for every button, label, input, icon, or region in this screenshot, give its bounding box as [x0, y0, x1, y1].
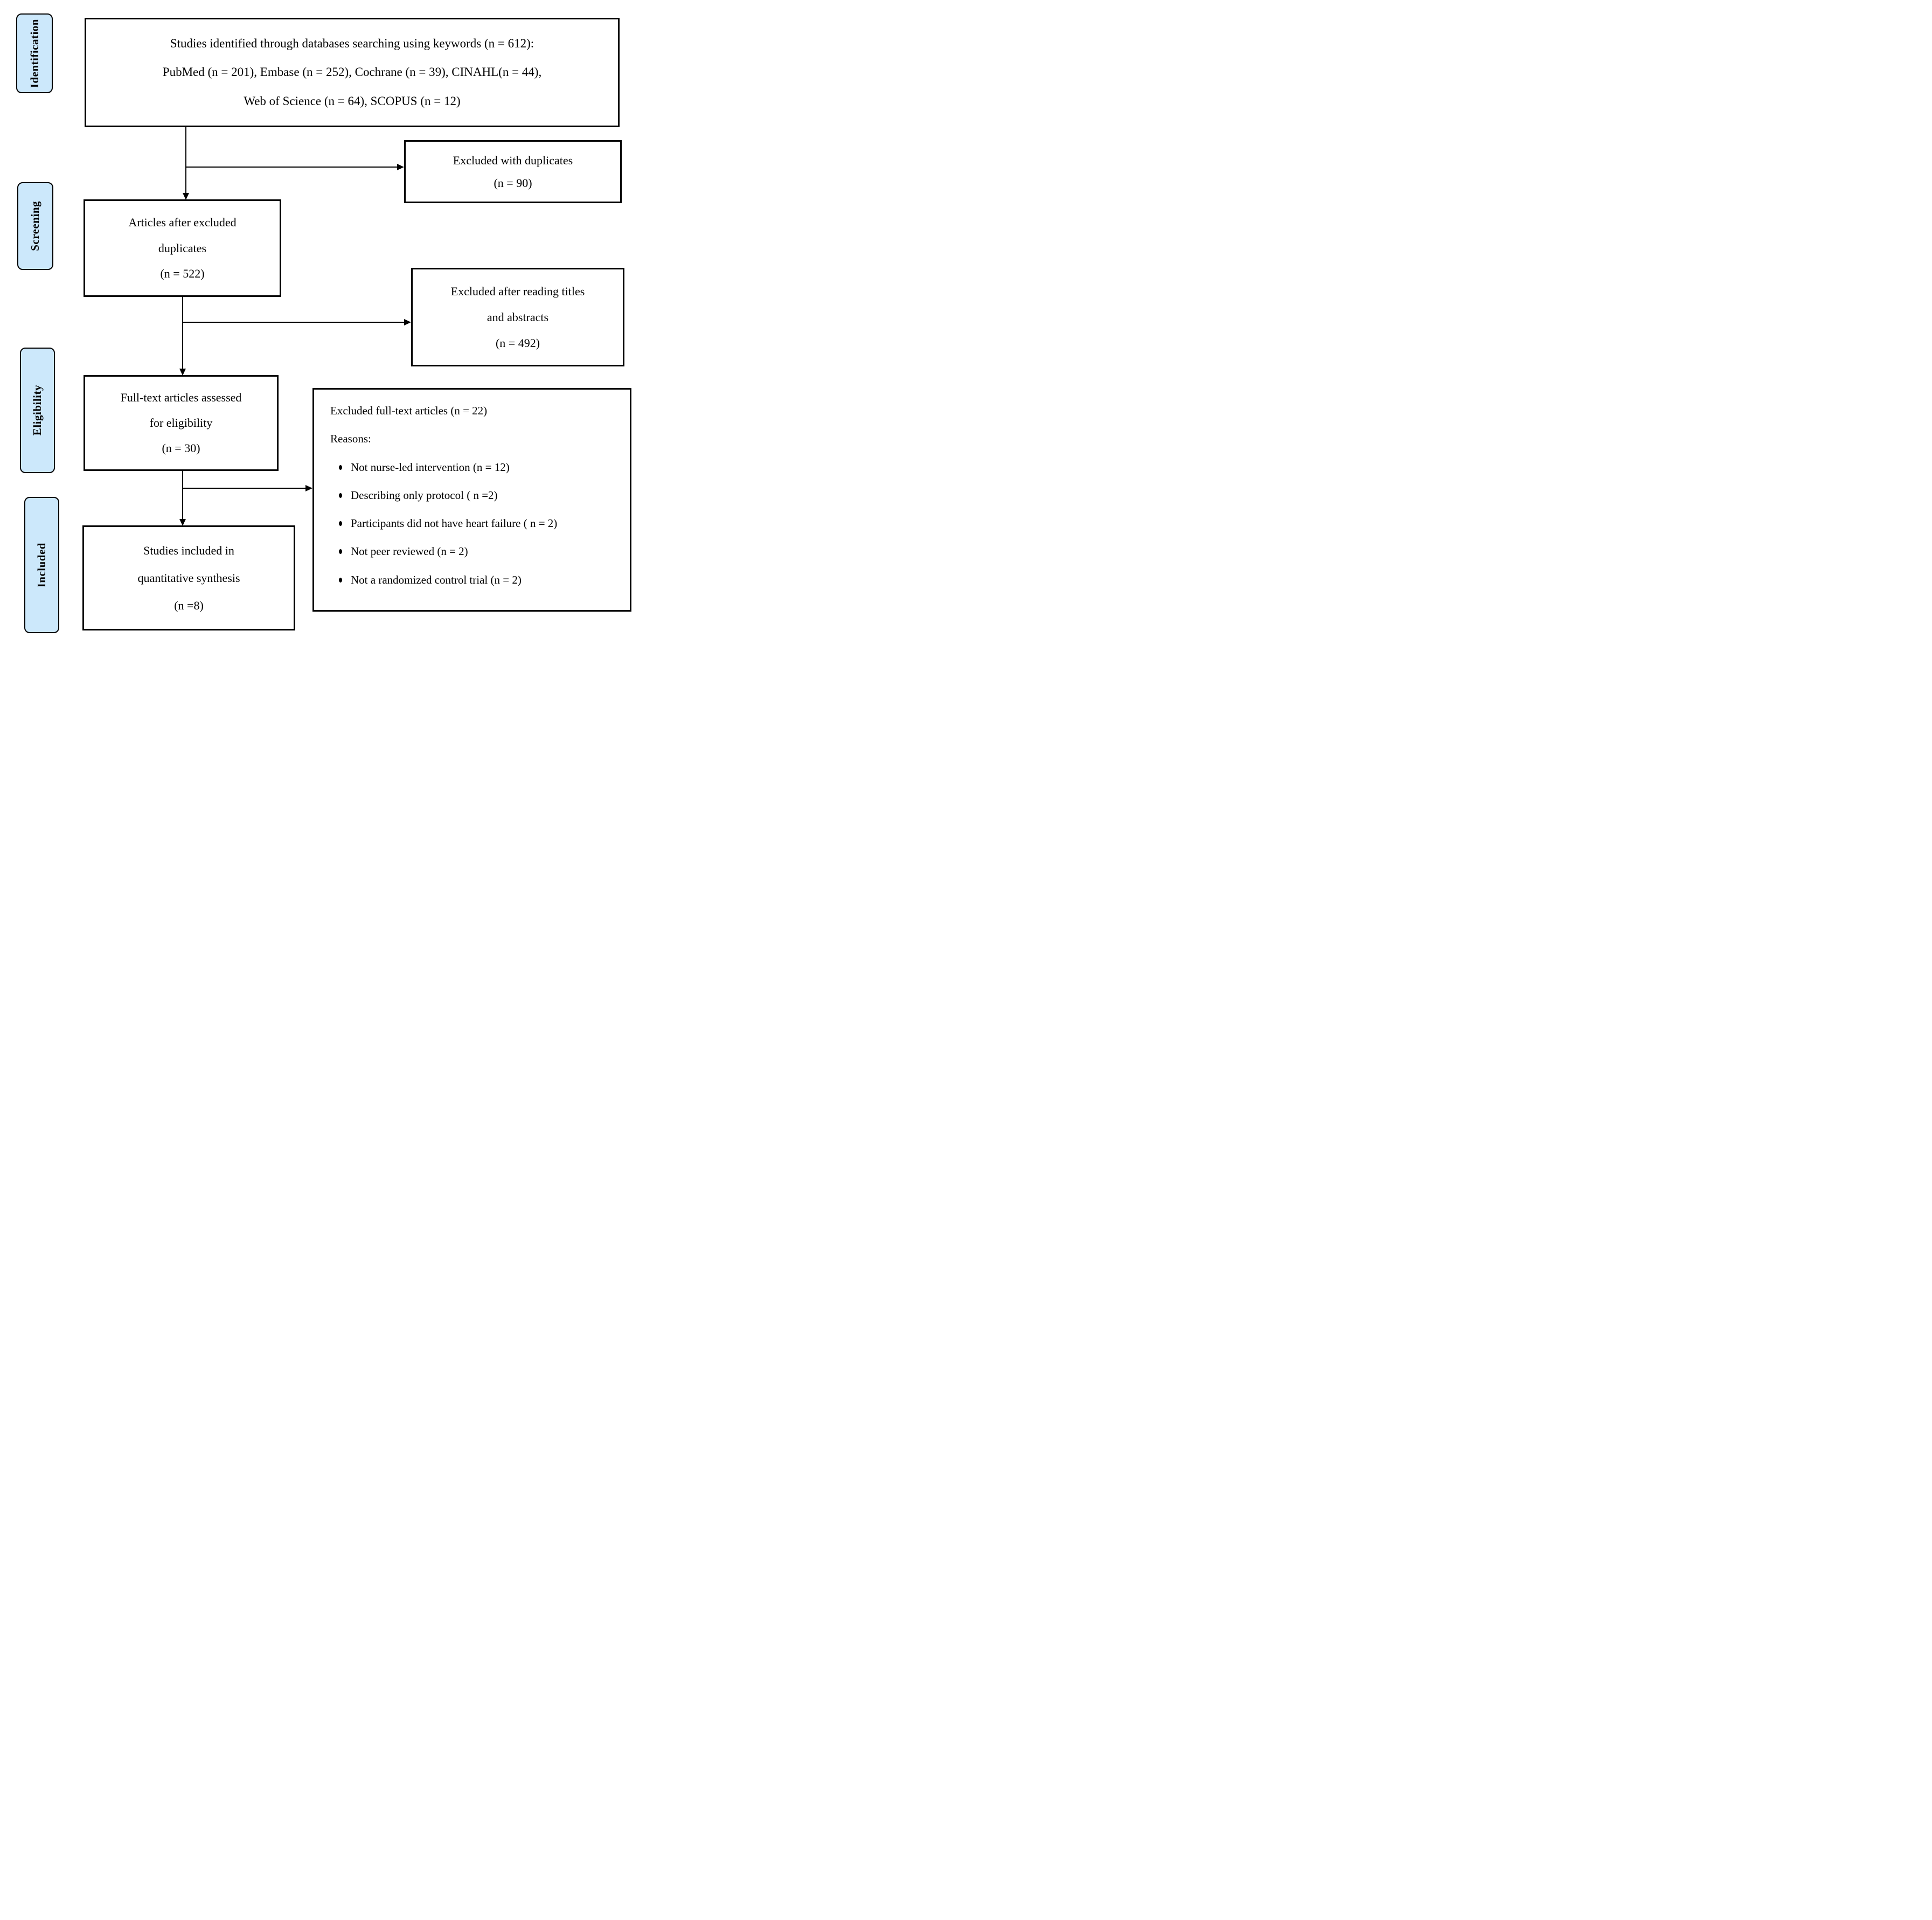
node-fulltext-assessed-count: (n = 30)	[162, 441, 200, 455]
node-fulltext-assessed-line1: Full-text articles assessed	[120, 391, 242, 405]
node-studies-identified-line2: PubMed (n = 201), Embase (n = 252), Coch…	[162, 65, 542, 79]
bullet-icon	[339, 493, 342, 498]
bullet-icon	[339, 549, 342, 554]
node-included-synthesis-line2: quantitative synthesis	[137, 571, 240, 585]
stage-identification-label: Identification	[27, 18, 41, 88]
node-excluded-fulltext-reasons-label: Reasons:	[330, 432, 371, 446]
node-excluded-titles-line2: and abstracts	[487, 310, 549, 324]
node-included-synthesis-line1: Studies included in	[143, 543, 234, 557]
node-excluded-titles-line1: Excluded after reading titles	[450, 284, 585, 298]
stage-screening: Screening	[17, 182, 53, 270]
node-fulltext-assessed-line2: for eligibility	[149, 416, 213, 430]
arrow-to-excluded-titles-head	[404, 319, 411, 325]
exclusion-reason-item: Not nurse-led intervention (n = 12)	[330, 460, 620, 474]
node-included-synthesis-count: (n =8)	[174, 598, 204, 612]
prisma-flow-diagram: Identification Screening Eligibility Inc…	[0, 0, 644, 640]
arrow-to-excluded-duplicates-line	[186, 167, 397, 168]
stage-eligibility: Eligibility	[20, 348, 55, 473]
node-studies-identified: Studies identified through databases sea…	[85, 18, 620, 127]
stage-identification: Identification	[16, 13, 53, 93]
node-fulltext-assessed: Full-text articles assessed for eligibil…	[84, 375, 279, 471]
exclusion-reason-item: Not a randomized control trial (n = 2)	[330, 573, 620, 587]
exclusion-reason-text: Not nurse-led intervention (n = 12)	[351, 460, 510, 474]
exclusion-reason-text: Participants did not have heart failure …	[351, 517, 558, 530]
arrow-identified-to-screening-line	[185, 127, 186, 193]
arrow-identified-to-screening-head	[183, 193, 189, 200]
node-articles-after-duplicates-line1: Articles after excluded	[128, 216, 237, 230]
arrow-to-excluded-duplicates-head	[397, 164, 404, 170]
stage-screening-label: Screening	[29, 201, 41, 251]
node-studies-identified-line3: Web of Science (n = 64), SCOPUS (n = 12)	[244, 94, 461, 108]
node-excluded-titles-count: (n = 492)	[495, 336, 540, 350]
node-articles-after-duplicates-line2: duplicates	[158, 241, 207, 255]
bullet-icon	[339, 521, 342, 526]
node-articles-after-duplicates-count: (n = 522)	[160, 267, 205, 281]
arrow-screening-to-eligibility-line	[182, 297, 183, 369]
exclusion-reason-text: Not a randomized control trial (n = 2)	[351, 573, 522, 586]
arrow-screening-to-eligibility-head	[179, 369, 186, 376]
stage-included-label: Included	[35, 542, 48, 588]
node-excluded-titles-abstracts: Excluded after reading titles and abstra…	[411, 268, 624, 366]
stage-included: Included	[24, 497, 59, 633]
arrow-to-excluded-fulltext-head	[305, 485, 312, 491]
node-studies-identified-line1: Studies identified through databases sea…	[170, 36, 534, 50]
exclusion-reason-item: Participants did not have heart failure …	[330, 516, 620, 530]
arrow-to-excluded-titles-line	[183, 322, 404, 323]
arrow-eligibility-to-included-head	[179, 519, 186, 526]
stage-eligibility-label: Eligibility	[31, 385, 44, 436]
exclusion-reason-text: Describing only protocol ( n =2)	[351, 488, 498, 502]
bullet-icon	[339, 577, 342, 583]
node-excluded-duplicates-count: (n = 90)	[494, 176, 532, 190]
arrow-eligibility-to-included-line	[182, 471, 183, 519]
node-excluded-duplicates: Excluded with duplicates (n = 90)	[404, 140, 622, 203]
node-excluded-fulltext: Excluded full-text articles (n = 22) Rea…	[312, 388, 631, 612]
node-articles-after-duplicates: Articles after excluded duplicates (n = …	[84, 199, 281, 297]
node-included-synthesis: Studies included in quantitative synthes…	[82, 525, 295, 630]
node-excluded-fulltext-title: Excluded full-text articles (n = 22)	[330, 404, 488, 417]
exclusion-reason-item: Describing only protocol ( n =2)	[330, 488, 620, 502]
arrow-to-excluded-fulltext-line	[183, 488, 305, 489]
node-excluded-duplicates-line1: Excluded with duplicates	[453, 153, 573, 167]
exclusion-reason-item: Not peer reviewed (n = 2)	[330, 544, 620, 558]
bullet-icon	[339, 465, 342, 470]
exclusion-reason-text: Not peer reviewed (n = 2)	[351, 545, 468, 558]
